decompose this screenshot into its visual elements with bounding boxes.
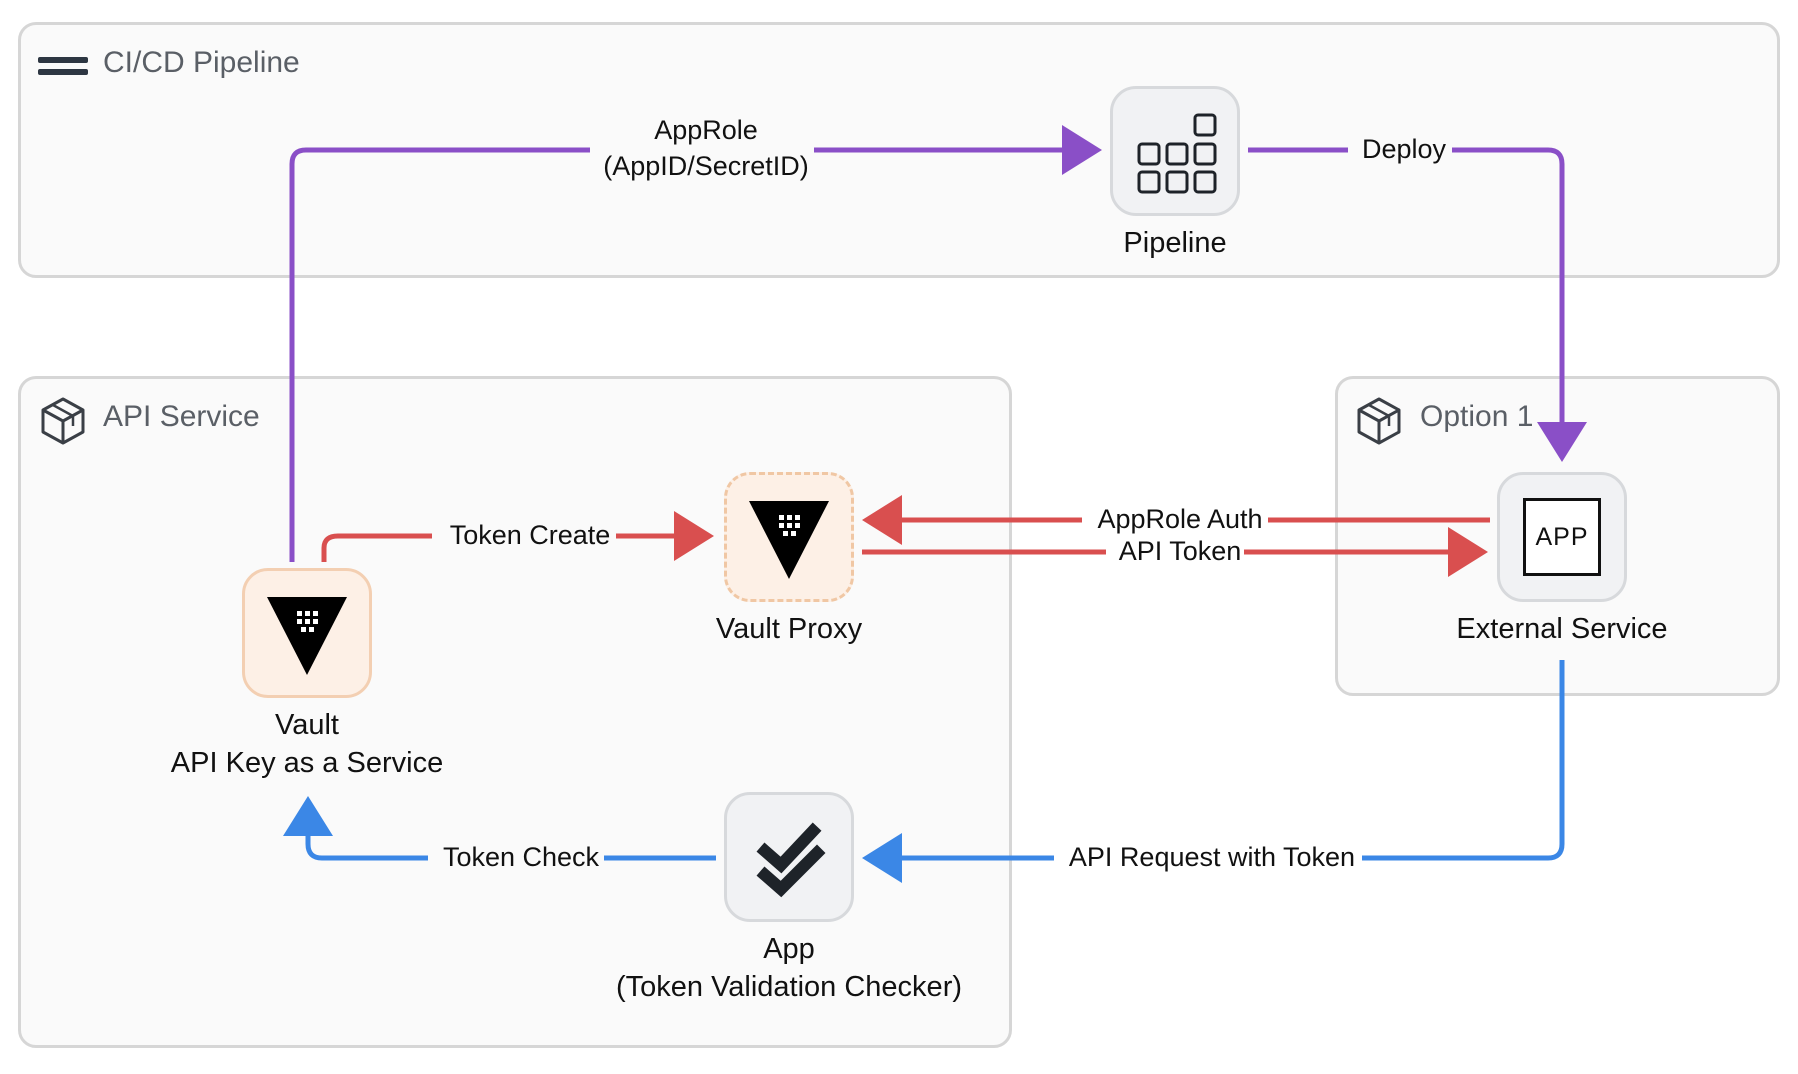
edge-token-create [321, 533, 432, 562]
vault-label-line2: API Key as a Service [170, 747, 444, 779]
edge-label-approle: AppRole (AppID/SecretID) [603, 112, 809, 184]
app-badge: APP [1523, 498, 1601, 576]
edge-label-token-check: Token Check [442, 842, 600, 872]
edge-label-token-create: Token Create [449, 520, 611, 550]
grid-blocks-icon [1137, 113, 1217, 194]
cube-icon [41, 397, 85, 445]
edge-deploy-tail [1452, 147, 1587, 462]
pipeline-label: Pipeline [1123, 227, 1227, 259]
vault-label-line1: Vault [275, 709, 339, 741]
edge-label-approle-line1: AppRole [654, 115, 758, 145]
app-label: App (Token Validation Checker) [616, 930, 962, 1006]
vault-label: Vault API Key as a Service [171, 706, 443, 782]
vault-node[interactable] [242, 568, 372, 698]
external-service-node[interactable]: APP [1497, 472, 1627, 602]
edge-label-deploy: Deploy [1361, 134, 1447, 164]
edge-token-check-tail [283, 796, 428, 861]
double-check-icon [756, 822, 826, 898]
vault-triangle-icon [267, 597, 347, 675]
edge-label-approle-auth: AppRole Auth [1097, 504, 1263, 534]
external-service-label: External Service [1456, 613, 1668, 645]
menu-lines-icon [38, 57, 88, 75]
pipeline-node[interactable] [1110, 86, 1240, 216]
vault-proxy-node[interactable] [724, 472, 854, 602]
edge-label-api-request: API Request with Token [1068, 842, 1356, 872]
edge-label-approle-line2: (AppID/SecretID) [603, 151, 809, 181]
app-label-line2: (Token Validation Checker) [615, 971, 963, 1003]
group-title-option1: Option 1 [1420, 400, 1534, 433]
group-title-api-service: API Service [103, 400, 260, 433]
vault-triangle-icon [749, 501, 829, 579]
edge-label-api-token: API Token [1118, 536, 1242, 566]
vault-proxy-label: Vault Proxy [715, 613, 863, 645]
app-node[interactable] [724, 792, 854, 922]
group-title-cicd: CI/CD Pipeline [103, 46, 300, 79]
edge-api-request [1362, 660, 1565, 861]
edge-approle [289, 147, 590, 562]
app-label-line1: App [763, 933, 815, 965]
cube-icon [1357, 397, 1401, 445]
